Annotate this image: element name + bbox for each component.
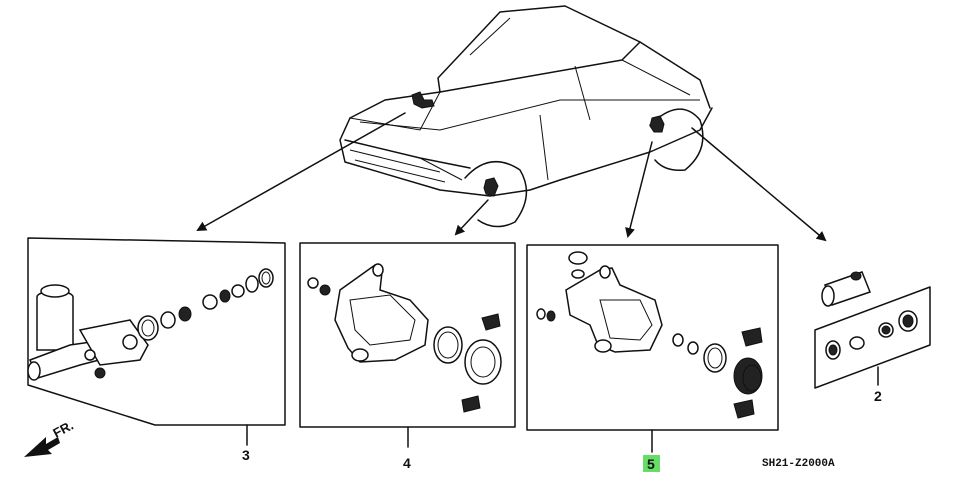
part-number-5-highlight [643,455,660,472]
wheel-cylinder-seals [825,310,918,360]
part-number-2: 2 [874,388,882,404]
front-label: FR. [50,418,76,441]
leader-arrows [196,112,827,242]
front-direction-marker: FR. [24,418,76,457]
part-number-4: 4 [403,455,411,471]
front-caliper [334,263,429,363]
front-caliper-location-icon [483,177,499,197]
wheel-cylinder [821,271,871,307]
panel-front-caliper-kit: 4 [299,242,516,471]
master-cylinder [27,284,149,381]
part-number-5: 5 [647,456,655,472]
master-cylinder-location-icon [411,91,435,109]
panel-master-cylinder-kit: 3 [27,237,286,463]
front-arrow-icon [24,437,60,457]
rear-caliper-seals [536,308,763,419]
diagram-code: SH21-Z2000A [762,458,835,470]
rear-caliper [565,251,663,353]
part-number-3: 3 [242,447,250,463]
car-illustration [339,5,713,228]
panel-wheel-cylinder-kit: 2 [814,271,931,404]
rear-caliper-location-icon [649,115,665,133]
seal-kit-parts [94,268,274,379]
panel-rear-caliper-kit: 5 [526,244,779,472]
caliper-seals [307,277,502,413]
